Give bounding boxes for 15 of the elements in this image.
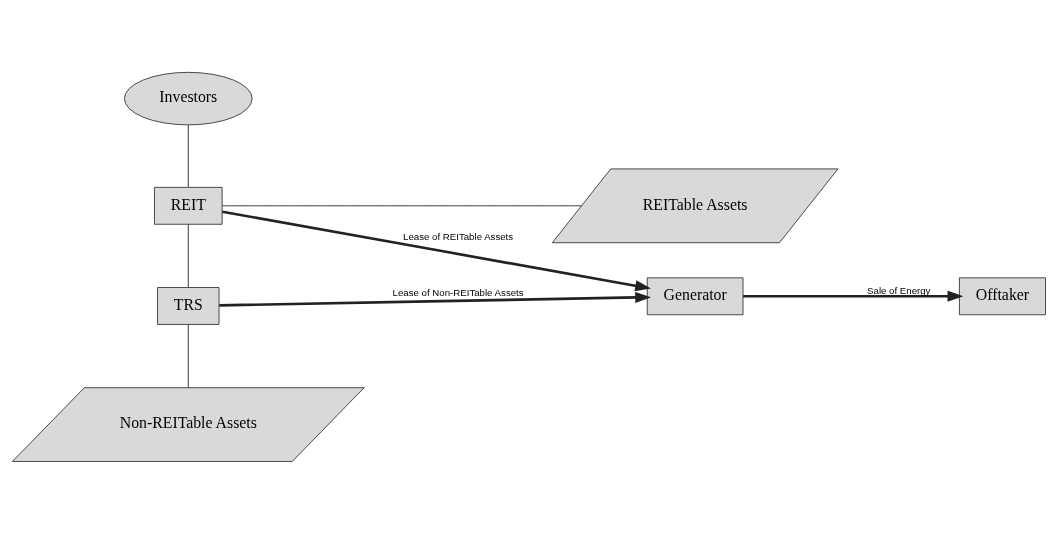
- arrow: [222, 209, 652, 291]
- connector: [187, 123, 189, 187]
- node-box: Offtaker: [958, 276, 1046, 315]
- node-box: TRS: [157, 286, 220, 325]
- connector: [187, 323, 189, 388]
- edge-label: Sale of Energy: [867, 283, 931, 295]
- edge-label: Lease of Non-REITable Assets: [392, 286, 524, 298]
- node-box: Generator: [646, 276, 744, 315]
- connector: [221, 204, 582, 206]
- connector: [187, 223, 189, 288]
- edge-label: Lease of REITable Assets: [403, 230, 514, 242]
- arrow: [219, 291, 652, 307]
- arrow: [743, 290, 964, 302]
- node-ellipse: Investors: [124, 71, 253, 125]
- node-box: REIT: [154, 186, 223, 225]
